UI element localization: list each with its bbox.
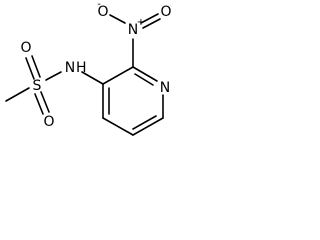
- atom-label-amide-nitrogen: N: [65, 60, 75, 76]
- bond-sulfur-oxygen-top-a: [25, 57, 35, 80]
- bond-nitro-oxygen-left: [109, 14, 126, 24]
- bond-nitrogen-ring: [81, 71, 104, 85]
- atom-labels: S O O N H N + O - O N: [20, 0, 171, 130]
- atom-label-amide-hydrogen: H: [76, 60, 87, 76]
- bonds: [5, 13, 164, 136]
- atom-label-oxygen-sulfonyl-top: O: [20, 40, 31, 56]
- bond-methyl-sulfur: [5, 87, 30, 102]
- atom-label-nitro-nitrogen: N: [128, 22, 138, 38]
- atom-label-nitro-oxygen-left: O: [97, 4, 108, 20]
- charge-label-nitro-minus: -: [97, 0, 101, 10]
- bond-ring-c2-n1-a: [132, 66, 158, 82]
- bond-sulfur-oxygen-bottom-b: [40, 91, 50, 113]
- charge-label-nitro-plus: +: [137, 17, 145, 28]
- bond-ring-c3-c2: [102, 66, 134, 85]
- atom-label-oxygen-sulfonyl-bottom: O: [43, 114, 54, 130]
- bond-ring-c6-c5-inner: [132, 115, 157, 130]
- bond-nitro-oxygen-right-a: [140, 13, 159, 24]
- chemical-structure-diagram: S O O N H N + O - O N: [5, 0, 172, 136]
- bond-sulfur-oxygen-bottom-a: [34, 93, 44, 115]
- bond-sulfur-oxygen-top-b: [31, 55, 41, 78]
- bond-sulfur-nitrogen: [45, 71, 62, 81]
- bond-ring-c6-c5: [132, 117, 164, 136]
- atom-label-sulfur: S: [33, 78, 42, 94]
- atom-label-pyridine-nitrogen: N: [160, 80, 170, 96]
- atom-label-nitro-oxygen-right: O: [160, 4, 171, 20]
- bond-ring-c5-c4: [102, 117, 134, 136]
- bond-nitro-oxygen-right-b: [142, 18, 161, 29]
- bond-ring-c2-n1-b: [134, 73, 154, 86]
